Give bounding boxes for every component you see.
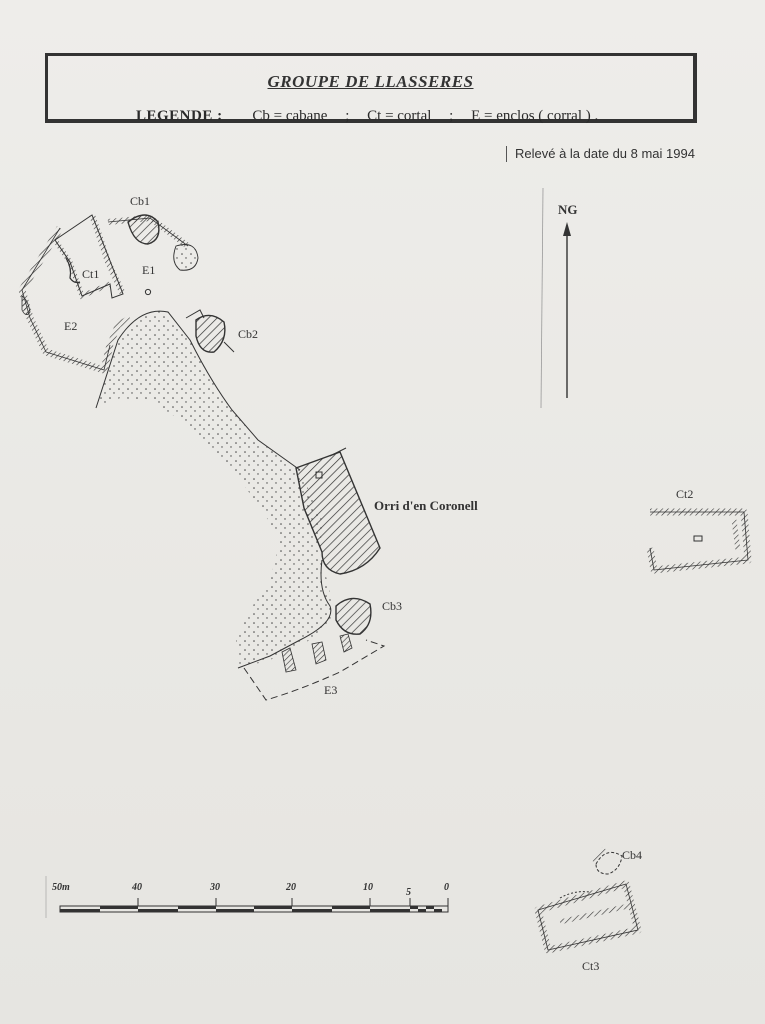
label-cb3: Cb3 — [382, 599, 402, 613]
legend-item-cabane: Cb = cabane — [252, 108, 328, 124]
scale-tick-label: 40 — [131, 882, 142, 893]
legend-item-cortal: Ct = cortal — [367, 108, 432, 124]
label-cb1: Cb1 — [130, 194, 150, 208]
rock-ridge — [95, 310, 332, 669]
label-ct1: Ct1 — [82, 267, 99, 281]
complex-ct1-e1-e2 — [18, 214, 199, 374]
cortal-ct2 — [646, 508, 752, 574]
legend-label: LEGENDE : — [136, 108, 223, 124]
survey-date: Relevé à la date du 8 mai 1994 — [506, 146, 695, 162]
label-e2: E2 — [64, 319, 77, 333]
scale-tick-label: 5 — [406, 887, 411, 898]
legend-separator: ; — [449, 108, 454, 124]
scale-tick-label: 30 — [209, 882, 220, 893]
label-ct2: Ct2 — [676, 487, 693, 501]
scale-tick-label: 10 — [363, 882, 373, 893]
legend-item-enclos: E = enclos ( corral ) . — [471, 108, 599, 124]
label-e3: E3 — [324, 683, 337, 697]
hut-cb2 — [185, 309, 235, 353]
scale-tick-label: 50m — [52, 882, 70, 893]
page-title: GROUPE DE LLASSERES — [267, 72, 474, 91]
scale-tick-label: 20 — [285, 882, 296, 893]
cortal-ct3 — [534, 880, 642, 954]
north-label: NG — [558, 202, 578, 217]
legend-line: LEGENDE : Cb = cabane ; Ct = cortal ; E … — [136, 108, 598, 125]
label-cb4: Cb4 — [622, 848, 642, 862]
hut-cb4 — [592, 846, 623, 875]
scale-tick-label: 0 — [444, 882, 449, 893]
label-e1: E1 — [142, 263, 155, 277]
hut-cb3-enclosure-e3 — [243, 597, 386, 701]
legend-box: GROUPE DE LLASSERES LEGENDE : Cb = caban… — [45, 53, 697, 125]
label-cb2: Cb2 — [238, 327, 258, 341]
label-ct3: Ct3 — [582, 959, 599, 973]
scale-bar: 50m 40 30 20 10 5 0 — [45, 876, 449, 918]
legend-separator: ; — [345, 108, 350, 124]
orri-structure — [295, 447, 381, 575]
north-arrow: NG — [540, 187, 578, 409]
label-orri: Orri d'en Coronell — [374, 498, 478, 513]
